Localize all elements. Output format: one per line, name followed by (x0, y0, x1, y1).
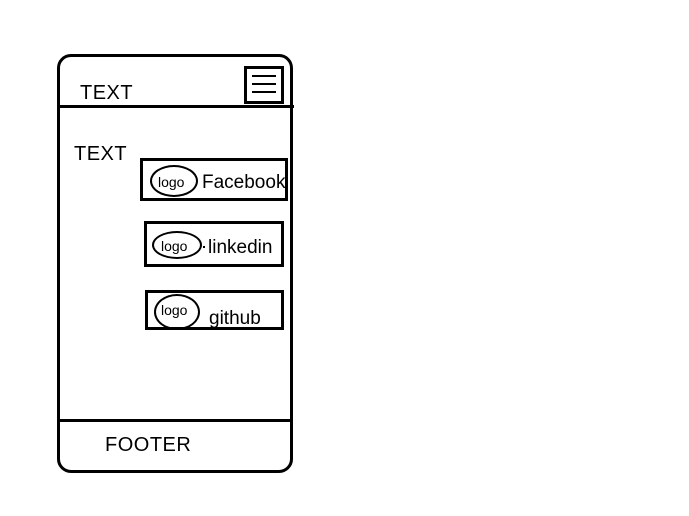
header-divider (60, 105, 294, 108)
header-title: TEXT (80, 82, 134, 104)
main-text: TEXT (74, 143, 128, 165)
logo-placeholder-label: logo (161, 238, 188, 254)
github-link-button[interactable]: logo github (145, 290, 284, 330)
footer-divider (60, 419, 290, 422)
github-logo-icon: logo (154, 294, 200, 330)
logo-placeholder-label: logo (158, 174, 185, 190)
facebook-logo-icon: logo (150, 165, 198, 197)
mobile-wireframe-frame: TEXT TEXT logo Facebook logo linkedin lo… (57, 54, 294, 473)
hamburger-menu-icon[interactable] (244, 66, 284, 104)
linkedin-logo-icon: logo (152, 231, 202, 259)
logo-placeholder-label: logo (161, 302, 188, 318)
menu-bar-line (252, 83, 276, 85)
footer-text: FOOTER (105, 434, 192, 456)
facebook-link-button[interactable]: logo Facebook (140, 158, 288, 201)
github-link-label: github (209, 308, 261, 329)
linkedin-link-button[interactable]: logo linkedin (144, 221, 284, 267)
linkedin-link-label: linkedin (208, 237, 273, 258)
facebook-link-label: Facebook (202, 172, 286, 193)
menu-bar-line (252, 75, 276, 77)
menu-bar-line (252, 91, 276, 93)
stray-dot (203, 246, 205, 248)
